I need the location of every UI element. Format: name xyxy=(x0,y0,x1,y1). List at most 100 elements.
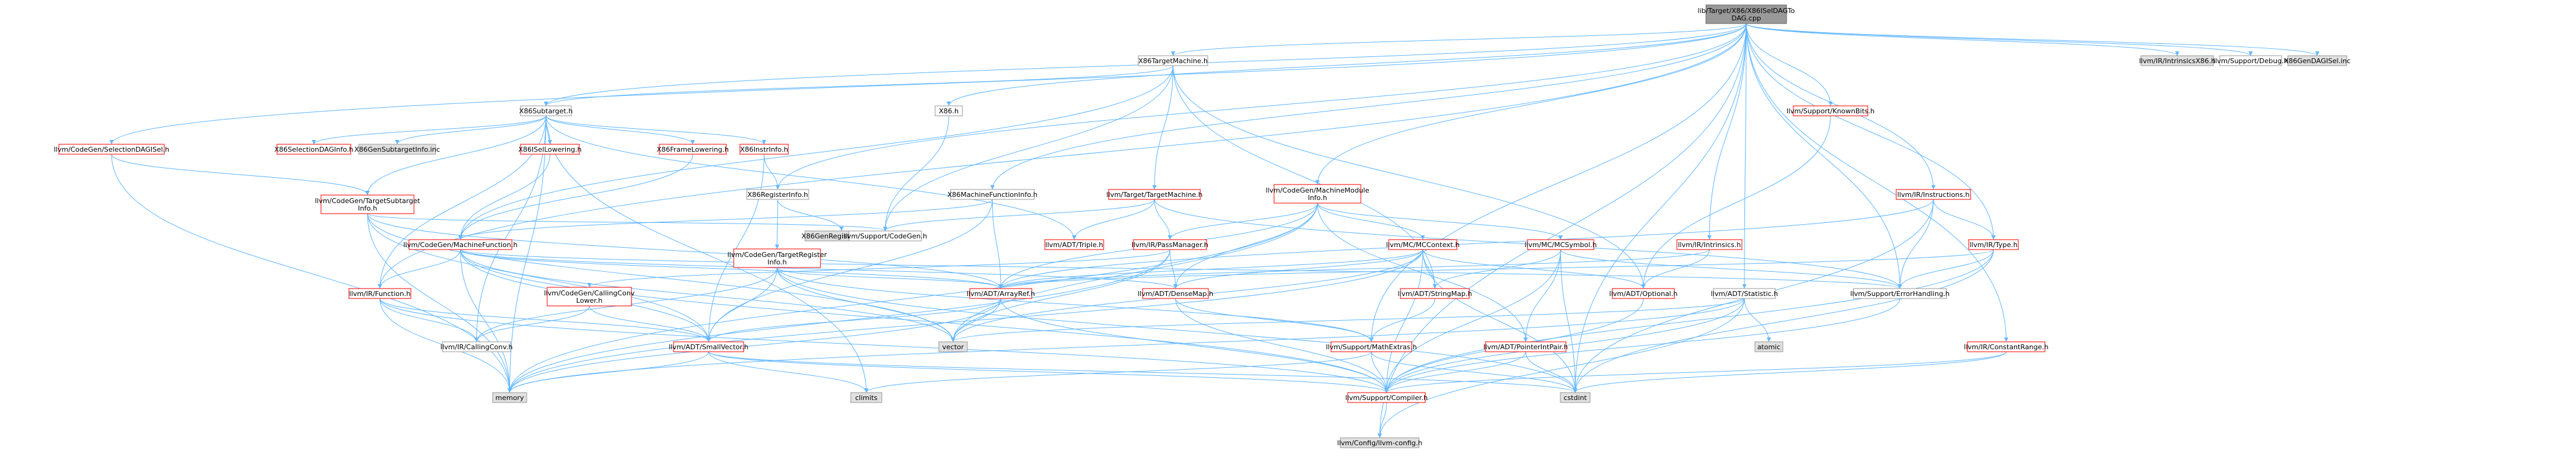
node-x86instrinfo-h[interactable]: X86InstrInfo.h xyxy=(739,144,789,155)
edge-TargetRegisterInfo-to-vector xyxy=(776,267,956,342)
node-llvm-config-llvm-config-h[interactable]: llvm/Config/llvm-config.h xyxy=(1337,437,1423,448)
edge-X86Subtarget-to-X86SelectionDAGInfo xyxy=(312,115,547,145)
node-llvm-ir-intrinsics-h[interactable]: llvm/IR/Intrinsics.h xyxy=(1676,239,1743,250)
node-label: DAG.cpp xyxy=(1731,14,1761,22)
edge-root-to-ConstantRange xyxy=(1746,23,2008,342)
edge-root-to-Type xyxy=(1746,23,1996,240)
edge-Type-to-Compiler xyxy=(1384,249,1994,393)
edge-X86Subtarget-to-X86InstrInfo xyxy=(545,115,767,145)
node-x86isellowering-h[interactable]: X86ISelLowering.h xyxy=(518,144,582,155)
node-llvm-adt-densemap-h[interactable]: llvm/ADT/DenseMap.h xyxy=(1138,288,1213,299)
node-x86gendagisel-inc[interactable]: X86GenDAGISel.inc xyxy=(2284,55,2351,66)
edge-X86Subtarget-to-CallingConv xyxy=(474,115,547,342)
node-label: atomic xyxy=(1757,343,1781,351)
node-llvm-ir-constantrange-h[interactable]: llvm/IR/ConstantRange.h xyxy=(1964,341,2049,352)
node-llvm-adt-arrayref-h[interactable]: llvm/ADT/ArrayRef.h xyxy=(967,288,1035,299)
edge-SmallVector-to-cstdint xyxy=(708,351,1578,393)
node-box xyxy=(1273,184,1361,204)
node-llvm-support-knownbits-h[interactable]: llvm/Support/KnownBits.h xyxy=(1787,105,1875,116)
node-label: llvm/MC/MCContext.h xyxy=(1386,241,1460,249)
node-llvm-mc-mccontext-h[interactable]: llvm/MC/MCContext.h xyxy=(1386,239,1460,250)
node-x86targetmachine-h[interactable]: X86TargetMachine.h xyxy=(1138,55,1208,66)
edge-root-to-llvmconfig xyxy=(1378,23,1747,438)
node-llvm-support-codegen-h[interactable]: llvm/Support/CodeGen.h xyxy=(843,230,927,242)
edge-PointerIntPair-to-Compiler xyxy=(1384,351,1526,393)
edge-MCSymbol-to-ErrorHandling xyxy=(1560,249,1902,289)
edge-MCContext-to-ArrayRef xyxy=(998,249,1423,289)
node-llvm-support-mathextras-h[interactable]: llvm/Support/MathExtras.h xyxy=(1326,341,1417,352)
node-box xyxy=(1676,239,1743,250)
edge-ArrayRef-to-memory xyxy=(508,298,1001,393)
node-cstdint[interactable]: cstdint xyxy=(1560,392,1591,403)
edge-TargetRegisterInfo-to-cstdint xyxy=(776,267,1578,393)
edge-TargetTargetMachine-to-Triple xyxy=(1072,199,1155,240)
edge-root-to-X86RegisterInfo xyxy=(775,23,1747,190)
node-llvm-ir-function-h[interactable]: llvm/IR/Function.h xyxy=(348,288,411,299)
edge-MCSymbol-to-PointerIntPair xyxy=(1523,249,1561,342)
node-label: X86InstrInfo.h xyxy=(740,146,788,154)
edge-X86TargetMachine-to-MachineFunction xyxy=(458,65,1174,240)
node-label: Info.h xyxy=(1308,194,1327,202)
node-llvm-adt-smallvector-h[interactable]: llvm/ADT/SmallVector.h xyxy=(669,341,749,352)
node-label: llvm/CodeGen/CallingConv xyxy=(544,289,635,297)
node-llvm-support-debug-h[interactable]: llvm/Support/Debug.h xyxy=(2213,55,2288,66)
node-llvm-ir-callingconv-h[interactable]: llvm/IR/CallingConv.h xyxy=(441,341,513,352)
edge-X86InstrInfo-to-SmallVector xyxy=(706,154,765,342)
node-llvm-codegen-selectiondagisel-h[interactable]: llvm/CodeGen/SelectionDAGISel.h xyxy=(54,144,170,155)
node-box xyxy=(1560,392,1591,403)
node-llvm-ir-type-h[interactable]: llvm/IR/Type.h xyxy=(1968,239,2019,250)
edge-MachineFunction-to-Function xyxy=(377,249,461,289)
node-label: llvm/Support/KnownBits.h xyxy=(1787,107,1875,115)
node-x86machinefunctioninfo-h[interactable]: X86MachineFunctionInfo.h xyxy=(947,189,1037,200)
node-box xyxy=(1108,189,1201,200)
node-llvm-support-errorhandling-h[interactable]: llvm/Support/ErrorHandling.h xyxy=(1850,288,1950,299)
node-llvm-adt-pointerintpair-h[interactable]: llvm/ADT/PointerIntPair.h xyxy=(1484,341,1568,352)
edge-DenseMap-to-Compiler xyxy=(1175,298,1389,393)
node-memory[interactable]: memory xyxy=(492,392,527,403)
edge-Intrinsics-to-Optional xyxy=(1641,249,1710,289)
node-x86gensubtargetinfo-inc[interactable]: X86GenSubtargetInfo.inc xyxy=(354,144,440,155)
edge-MCContext-to-Optional xyxy=(1422,249,1646,289)
edge-X86Subtarget-to-X86FrameLowering xyxy=(545,115,695,145)
edge-MachineModuleInfo-to-memory xyxy=(508,202,1318,393)
node-llvm-ir-intrinsicsx86-h[interactable]: llvm/IR/IntrinsicsX86.h xyxy=(2139,55,2215,66)
node-box xyxy=(733,248,821,268)
node-llvm-target-targetmachine-h[interactable]: llvm/Target/TargetMachine.h xyxy=(1106,189,1203,200)
node-llvm-ir-passmanager-h[interactable]: llvm/IR/PassManager.h xyxy=(1132,239,1208,250)
node-atomic[interactable]: atomic xyxy=(1754,341,1783,352)
edge-root-to-ErrorHandling xyxy=(1746,23,1902,289)
edge-MachineFunction-to-ArrayRef xyxy=(460,249,1003,289)
node-climits[interactable]: climits xyxy=(850,392,882,403)
node-llvm-adt-optional-h[interactable]: llvm/ADT/Optional.h xyxy=(1609,288,1677,299)
node-label: X86GenDAGISel.inc xyxy=(2284,57,2351,65)
node-x86selectiondaginfo-h[interactable]: X86SelectionDAGInfo.h xyxy=(275,144,353,155)
node-llvm-adt-statistic-h[interactable]: llvm/ADT/Statistic.h xyxy=(1711,288,1778,299)
node-box xyxy=(934,105,963,116)
node-llvm-adt-stringmap-h[interactable]: llvm/ADT/StringMap.h xyxy=(1398,288,1472,299)
edge-Type-to-ArrayRef xyxy=(998,249,1994,289)
node-llvm-codegen-machinefunction-h[interactable]: llvm/CodeGen/MachineFunction.h xyxy=(403,239,518,250)
node-box xyxy=(408,239,512,250)
edge-X86RegisterInfo-to-X86GenRegisterInfo xyxy=(777,199,844,232)
node-box xyxy=(659,144,727,155)
edge-StringMap-to-MathExtras xyxy=(1369,298,1435,342)
node-llvm-adt-triple-h[interactable]: llvm/ADT/Triple.h xyxy=(1044,239,1104,250)
node-vector[interactable]: vector xyxy=(938,341,968,352)
edge-TargetSubtargetInfo-to-SmallVector xyxy=(367,213,711,342)
node-x86registerinfo-h[interactable]: X86RegisterInfo.h xyxy=(746,189,809,200)
edge-root-to-Intrinsics xyxy=(1707,23,1747,240)
edge-X86Subtarget-to-climits xyxy=(545,115,869,393)
node-llvm-support-compiler-h[interactable]: llvm/Support/Compiler.h xyxy=(1345,392,1428,403)
node-box xyxy=(2140,55,2214,66)
node-x86-h[interactable]: X86.h xyxy=(934,105,963,116)
node-llvm-ir-instructions-h[interactable]: llvm/IR/Instructions.h xyxy=(1896,189,1971,200)
node-llvm-mc-mcsymbol-h[interactable]: llvm/MC/MCSymbol.h xyxy=(1524,239,1597,250)
node-x86framelowering-h[interactable]: X86FrameLowering.h xyxy=(657,144,729,155)
node-x86subtarget-h[interactable]: X86Subtarget.h xyxy=(519,105,573,116)
